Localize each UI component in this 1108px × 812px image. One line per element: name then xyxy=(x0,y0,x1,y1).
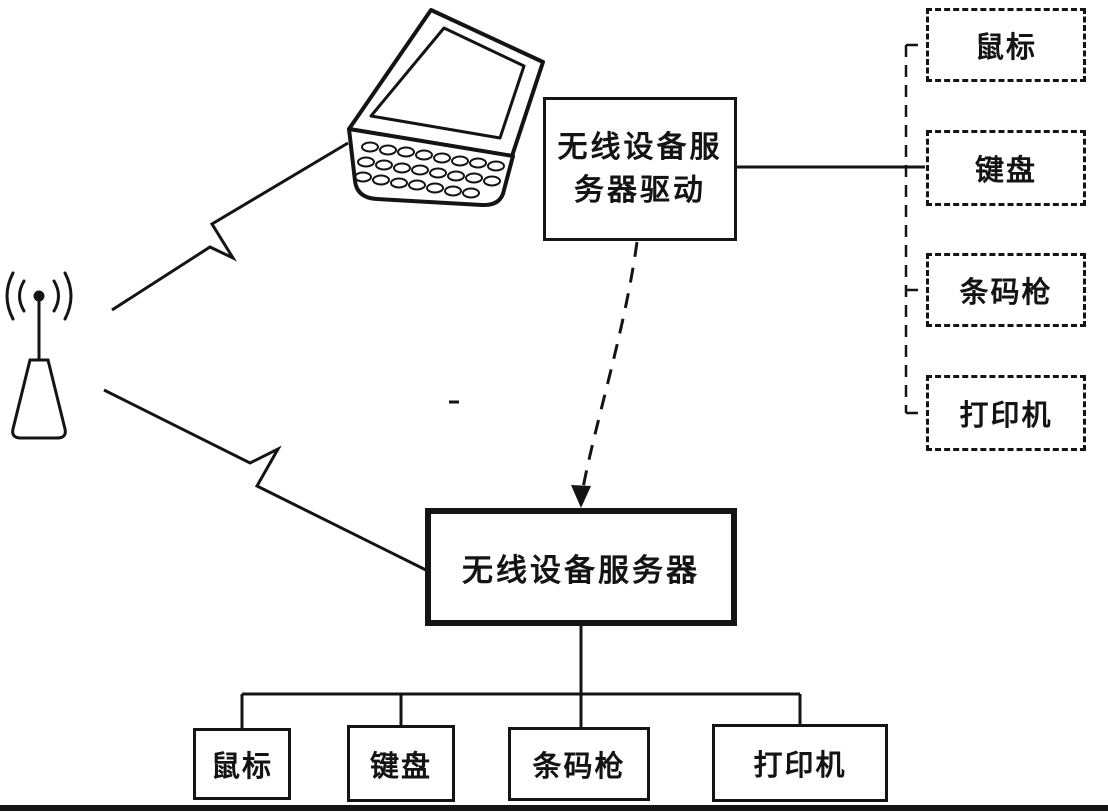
antenna-icon xyxy=(5,271,73,440)
wired-peripheral-keyboard: 键盘 xyxy=(347,725,455,802)
wireless-peripheral-printer: 打印机 xyxy=(926,375,1086,451)
wired-peripheral-printer-label: 打印机 xyxy=(753,750,847,782)
dashed-bus-lines xyxy=(904,43,926,415)
laptop-icon xyxy=(347,8,545,208)
wireless-peripheral-keyboard: 键盘 xyxy=(926,130,1086,206)
wired-peripheral-printer: 打印机 xyxy=(712,724,888,802)
wired-peripheral-mouse-label: 鼠标 xyxy=(210,751,273,783)
wireless-peripheral-barcode-gun: 条码枪 xyxy=(926,253,1086,327)
driver-box-label-line1: 无线设备服 xyxy=(557,130,723,164)
driver-box: 无线设备服 务器驱动 xyxy=(543,97,737,241)
wired-peripheral-mouse: 鼠标 xyxy=(193,728,291,800)
server-box-label: 无线设备服务器 xyxy=(462,552,700,588)
wired-peripheral-keyboard-label: 键盘 xyxy=(369,750,432,783)
wireless-link-to-server-icon xyxy=(103,388,427,572)
wired-peripheral-barcode-gun-label: 条码枪 xyxy=(532,751,626,783)
wireless-peripheral-barcode-gun-label: 条码枪 xyxy=(959,277,1053,309)
wireless-peripheral-printer-label: 打印机 xyxy=(959,400,1053,432)
wireless-link-to-laptop-icon xyxy=(111,141,349,312)
wireless-peripheral-mouse-label: 鼠标 xyxy=(974,32,1037,64)
server-box: 无线设备服务器 xyxy=(425,508,737,626)
wireless-peripheral-mouse: 鼠标 xyxy=(926,8,1086,82)
connector-lines xyxy=(240,165,925,728)
driver-box-label-line2: 务器驱动 xyxy=(574,174,706,207)
wireless-peripheral-keyboard-label: 键盘 xyxy=(974,155,1037,187)
driver-to-server-arrow-icon xyxy=(571,241,639,508)
wired-peripheral-barcode-gun: 条码枪 xyxy=(508,727,650,801)
